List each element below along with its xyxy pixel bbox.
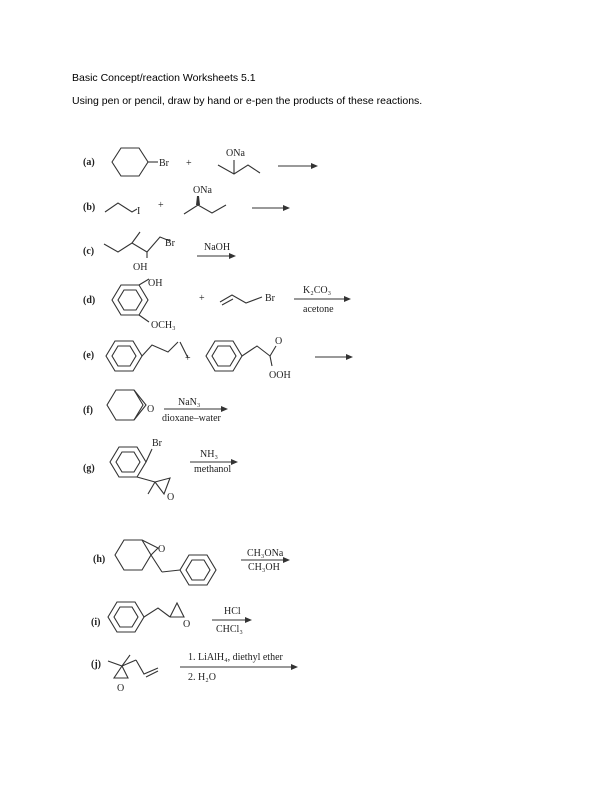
butoxide-chain <box>217 164 261 175</box>
plus-sign: + <box>199 293 205 304</box>
reaction-label: (j) <box>91 659 101 670</box>
reagent-text: Br <box>159 158 170 169</box>
benzene-ring <box>111 284 149 316</box>
reaction-j: (j) O 1. LiAlH₄, diethyl ether 2. H₂O <box>91 652 298 694</box>
reagent-text: acetone <box>303 304 334 315</box>
reagent-text: K₂CO₃ <box>303 285 331 296</box>
alkenyl-chain <box>141 341 179 357</box>
worksheet-instructions: Using pen or pencil, draw by hand or e-p… <box>72 95 423 107</box>
reaction-b: (b) I + ONa <box>83 185 290 217</box>
reagent-text: methanol <box>194 464 231 475</box>
reaction-i: (i) O HCl CHCl₃ <box>91 601 252 635</box>
reagent-text: NaN₃ <box>178 397 200 408</box>
plus-sign: + <box>158 200 164 211</box>
reagent-text: HCl <box>224 606 241 617</box>
epoxide-ring <box>133 389 147 421</box>
vinyl-group <box>135 659 159 675</box>
epoxide-ring <box>141 539 159 556</box>
epoxide-ring <box>169 601 185 618</box>
reagent-text: O <box>167 492 174 503</box>
cyclohexane-ring <box>111 147 149 177</box>
reagent-text: CHCl₃ <box>216 624 243 635</box>
reagent-text: O <box>275 336 282 347</box>
reaction-label: (i) <box>91 617 100 628</box>
reagent-text: OH <box>148 278 162 289</box>
benzene-ring <box>179 554 217 586</box>
reagent-text: 2. H₂O <box>188 672 216 683</box>
reagent-text: 1. LiAlH₄, diethyl ether <box>188 652 284 663</box>
reagent-text: O <box>183 619 190 630</box>
reaction-g: (g) Br O NH₃ methanol <box>83 438 238 503</box>
alkyl-chain <box>104 202 138 213</box>
reagent-text: CH₃OH <box>248 562 280 573</box>
plus-sign: + <box>186 158 192 169</box>
alkyl-chain <box>103 236 171 253</box>
reagent-text: I <box>137 206 140 217</box>
reagent-text: OH <box>133 262 147 273</box>
reaction-label: (g) <box>83 463 95 474</box>
reagent-text: NH₃ <box>200 449 218 460</box>
reagent-text: ONa <box>193 185 212 196</box>
reaction-c: (c) Br OH NaOH <box>83 231 236 273</box>
reagent-text: OCH₃ <box>151 320 176 331</box>
reaction-d: (d) OH OCH₃ + Br K₂CO₃ acetone <box>83 278 351 331</box>
butoxide-chain <box>183 204 227 215</box>
reaction-label: (c) <box>83 246 94 257</box>
epoxide-ring <box>112 665 129 679</box>
reaction-label: (e) <box>83 350 94 361</box>
reagent-text: ONa <box>226 148 245 159</box>
reagent-text: O <box>147 404 154 415</box>
reagent-text: O <box>117 683 124 694</box>
reagent-text: NaOH <box>204 242 230 253</box>
reagent-text: OOH <box>269 370 291 381</box>
cyclohexane-ring <box>114 539 152 571</box>
cyclohexane-ring <box>106 389 144 421</box>
reaction-h: (h) O CH₃ONa CH₃OH <box>93 539 290 586</box>
reagent-text: Br <box>265 293 276 304</box>
reaction-label: (a) <box>83 157 95 168</box>
plus-sign: + <box>185 353 191 364</box>
reagent-text: CH₃ONa <box>247 548 284 559</box>
reaction-f: (f) O NaN₃ dioxane–water <box>83 389 228 424</box>
allyl-chain <box>219 294 263 304</box>
worksheet-title: Basic Concept/reaction Worksheets 5.1 <box>72 72 256 84</box>
reaction-label: (b) <box>83 202 95 213</box>
epoxide-ring <box>154 477 171 496</box>
reagent-text: Br <box>165 238 176 249</box>
reaction-label: (h) <box>93 554 105 565</box>
reaction-a: (a) Br + ONa <box>83 147 318 177</box>
reaction-e: (e) + O OOH <box>83 336 353 381</box>
reaction-label: (f) <box>83 405 93 416</box>
reagent-text: O <box>158 544 165 555</box>
reagent-text: dioxane–water <box>162 413 222 424</box>
reagent-text: Br <box>152 438 163 449</box>
reaction-label: (d) <box>83 295 95 306</box>
